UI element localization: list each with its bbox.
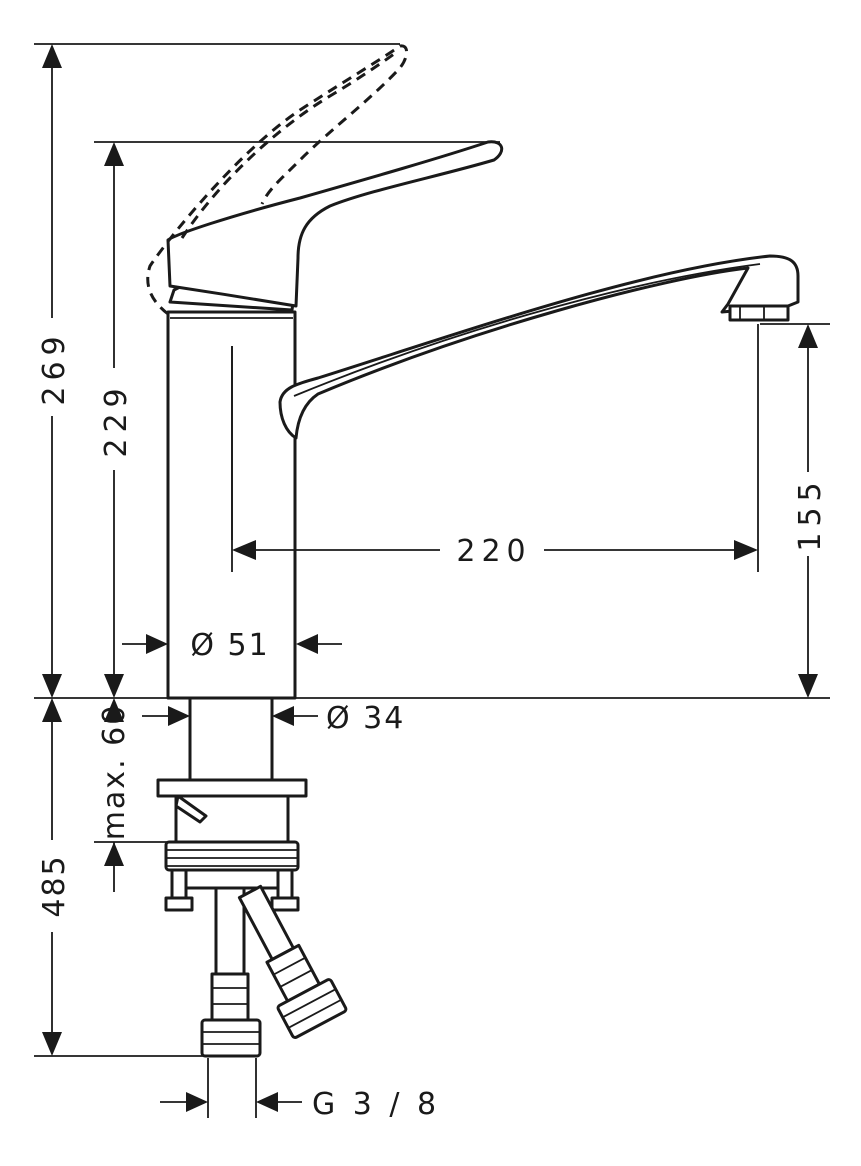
label-hose-length: 485: [37, 854, 72, 917]
mounting-shank: [156, 696, 308, 844]
supply-hose-straight: [200, 886, 262, 1058]
lever-open-position: [146, 44, 408, 316]
label-counter-thickness: max. 60: [97, 704, 132, 841]
label-overall-height: 269: [37, 330, 72, 405]
supply-hose-angled: [237, 884, 348, 1039]
label-shank-diameter: Ø 34: [326, 701, 405, 736]
label-spout-reach: 220: [456, 534, 531, 569]
label-connection-thread: G 3 / 8: [312, 1087, 440, 1122]
mounting-nut: [164, 840, 300, 912]
spout: [278, 254, 800, 440]
dimension-lines: [34, 43, 830, 1118]
lever-handle: [166, 140, 504, 312]
label-spout-height: 155: [793, 476, 828, 551]
label-spout-closed-height: 229: [99, 382, 134, 457]
label-body-diameter: Ø 51: [190, 628, 269, 663]
